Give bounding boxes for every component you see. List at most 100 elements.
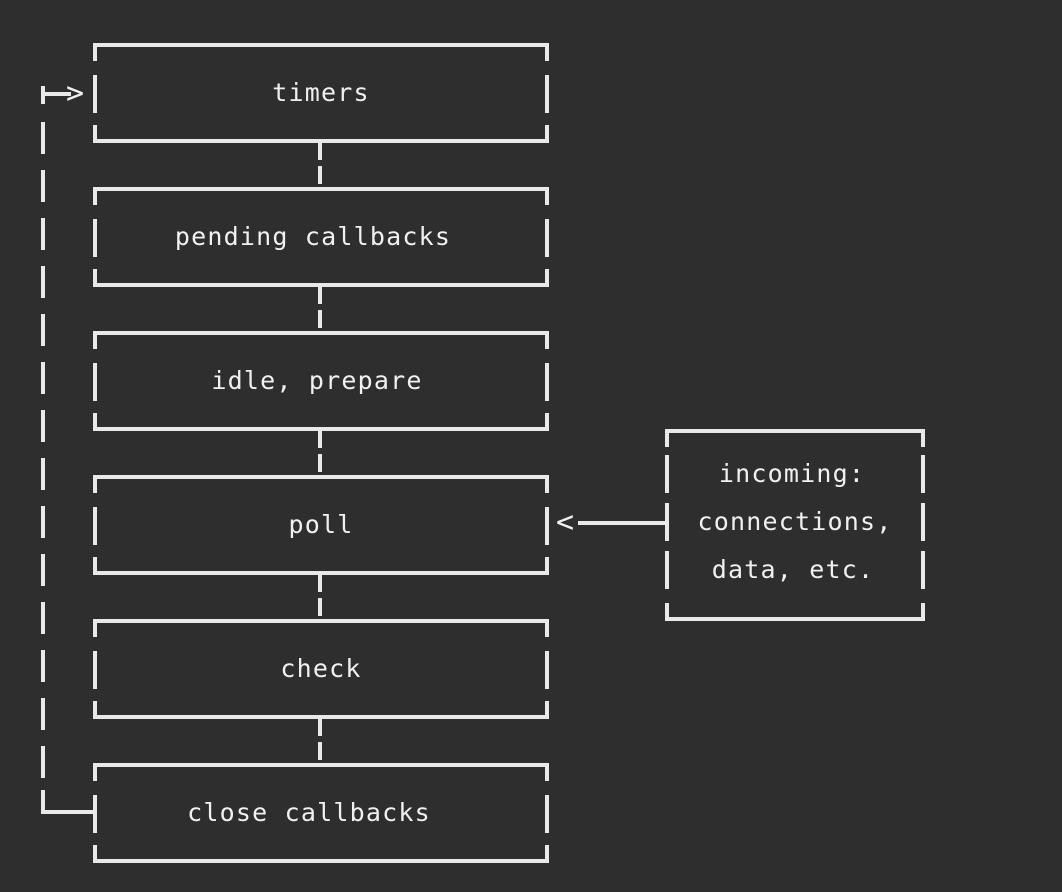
box-side-right — [545, 795, 549, 833]
box-side-left — [93, 651, 97, 689]
box-side-left — [665, 455, 669, 493]
connector-idle-poll — [318, 454, 322, 472]
box-corner-bottom-left — [93, 269, 97, 287]
loop-rail-segment — [41, 218, 45, 250]
incoming-line-2: connections, — [697, 507, 893, 536]
box-corner-bottom-left — [93, 557, 97, 575]
box-side-left — [665, 551, 669, 589]
box-top-edge — [93, 43, 549, 47]
connector-timers-pending — [318, 142, 322, 160]
loop-rail-bottom-run — [41, 810, 93, 814]
phase-box-close-callbacks[interactable]: close callbacks — [85, 763, 557, 863]
loop-rail-bottom-corner — [41, 790, 45, 814]
loop-rail-segment — [41, 554, 45, 586]
loop-entry-arrowhead-icon: > — [66, 76, 85, 111]
phase-label-pending-callbacks: pending callbacks — [174, 222, 452, 251]
box-corner-bottom-right — [545, 413, 549, 431]
box-bottom-edge — [93, 283, 549, 287]
box-side-left — [665, 503, 669, 541]
box-corner-bottom-right — [545, 557, 549, 575]
incoming-to-poll-line — [578, 521, 665, 525]
box-corner-top-right — [545, 475, 549, 493]
box-corner-top-right — [545, 331, 549, 349]
box-bottom-edge — [93, 715, 549, 719]
box-side-left — [93, 219, 97, 257]
incoming-events-box[interactable]: incoming: connections, data, etc. — [657, 429, 933, 621]
phase-label-idle-prepare: idle, prepare — [211, 366, 423, 395]
phase-box-idle-prepare[interactable]: idle, prepare — [85, 331, 557, 431]
loop-rail-top-run — [41, 92, 71, 96]
box-corner-bottom-right — [921, 603, 925, 621]
box-bottom-edge — [93, 427, 549, 431]
connector-poll-check — [318, 574, 322, 592]
connector-check-close — [318, 718, 322, 736]
connector-pending-idle — [318, 310, 322, 328]
loop-rail-segment — [41, 506, 45, 538]
box-corner-bottom-left — [93, 845, 97, 863]
box-corner-top-left — [665, 429, 669, 447]
phase-label-check: check — [280, 654, 362, 683]
loop-rail-segment — [41, 602, 45, 634]
box-corner-top-right — [545, 619, 549, 637]
box-corner-top-left — [93, 619, 97, 637]
box-bottom-edge — [665, 617, 925, 621]
phase-box-check[interactable]: check — [85, 619, 557, 719]
incoming-line-3: data, etc. — [711, 555, 875, 584]
connector-check-close — [318, 742, 322, 760]
box-corner-bottom-right — [545, 845, 549, 863]
connector-pending-idle — [318, 286, 322, 304]
phase-box-pending-callbacks[interactable]: pending callbacks — [85, 187, 557, 287]
box-bottom-edge — [93, 859, 549, 863]
box-side-left — [93, 363, 97, 401]
phase-label-close-callbacks: close callbacks — [187, 798, 431, 827]
box-corner-bottom-right — [545, 269, 549, 287]
box-side-right — [921, 455, 925, 493]
box-side-left — [93, 75, 97, 113]
connector-timers-pending — [318, 166, 322, 184]
box-corner-top-right — [921, 429, 925, 447]
loop-rail-segment — [41, 698, 45, 730]
box-bottom-edge — [93, 139, 549, 143]
loop-rail-segment — [41, 410, 45, 442]
loop-rail-segment — [41, 170, 45, 202]
box-side-right — [545, 507, 549, 545]
loop-rail-segment — [41, 314, 45, 346]
box-corner-bottom-right — [545, 701, 549, 719]
phase-label-timers: timers — [272, 78, 370, 107]
box-side-right — [545, 219, 549, 257]
loop-rail-segment — [41, 122, 45, 154]
box-corner-top-left — [93, 187, 97, 205]
box-corner-top-left — [93, 763, 97, 781]
loop-rail-segment — [41, 458, 45, 490]
box-corner-top-right — [545, 43, 549, 61]
box-side-left — [93, 795, 97, 833]
connector-idle-poll — [318, 430, 322, 448]
box-corner-bottom-left — [93, 701, 97, 719]
box-corner-bottom-left — [93, 125, 97, 143]
incoming-to-poll-arrowhead-icon: < — [556, 505, 575, 540]
phase-label-poll: poll — [288, 510, 354, 539]
box-side-left — [93, 507, 97, 545]
loop-rail-segment — [41, 650, 45, 682]
box-top-edge — [93, 619, 549, 623]
box-top-edge — [665, 429, 925, 433]
box-corner-top-right — [545, 187, 549, 205]
box-bottom-edge — [93, 571, 549, 575]
box-corner-bottom-left — [665, 603, 669, 621]
loop-rail-segment — [41, 362, 45, 394]
incoming-line-1: incoming: — [718, 459, 866, 488]
box-corner-top-right — [545, 763, 549, 781]
box-side-right — [545, 363, 549, 401]
box-side-right — [921, 551, 925, 589]
box-side-right — [921, 503, 925, 541]
box-top-edge — [93, 763, 549, 767]
box-corner-top-left — [93, 331, 97, 349]
box-side-right — [545, 75, 549, 113]
box-corner-top-left — [93, 475, 97, 493]
box-top-edge — [93, 187, 549, 191]
box-side-right — [545, 651, 549, 689]
phase-box-poll[interactable]: poll — [85, 475, 557, 575]
loop-rail-segment — [41, 746, 45, 778]
phase-box-timers[interactable]: timers — [85, 43, 557, 143]
box-top-edge — [93, 331, 549, 335]
